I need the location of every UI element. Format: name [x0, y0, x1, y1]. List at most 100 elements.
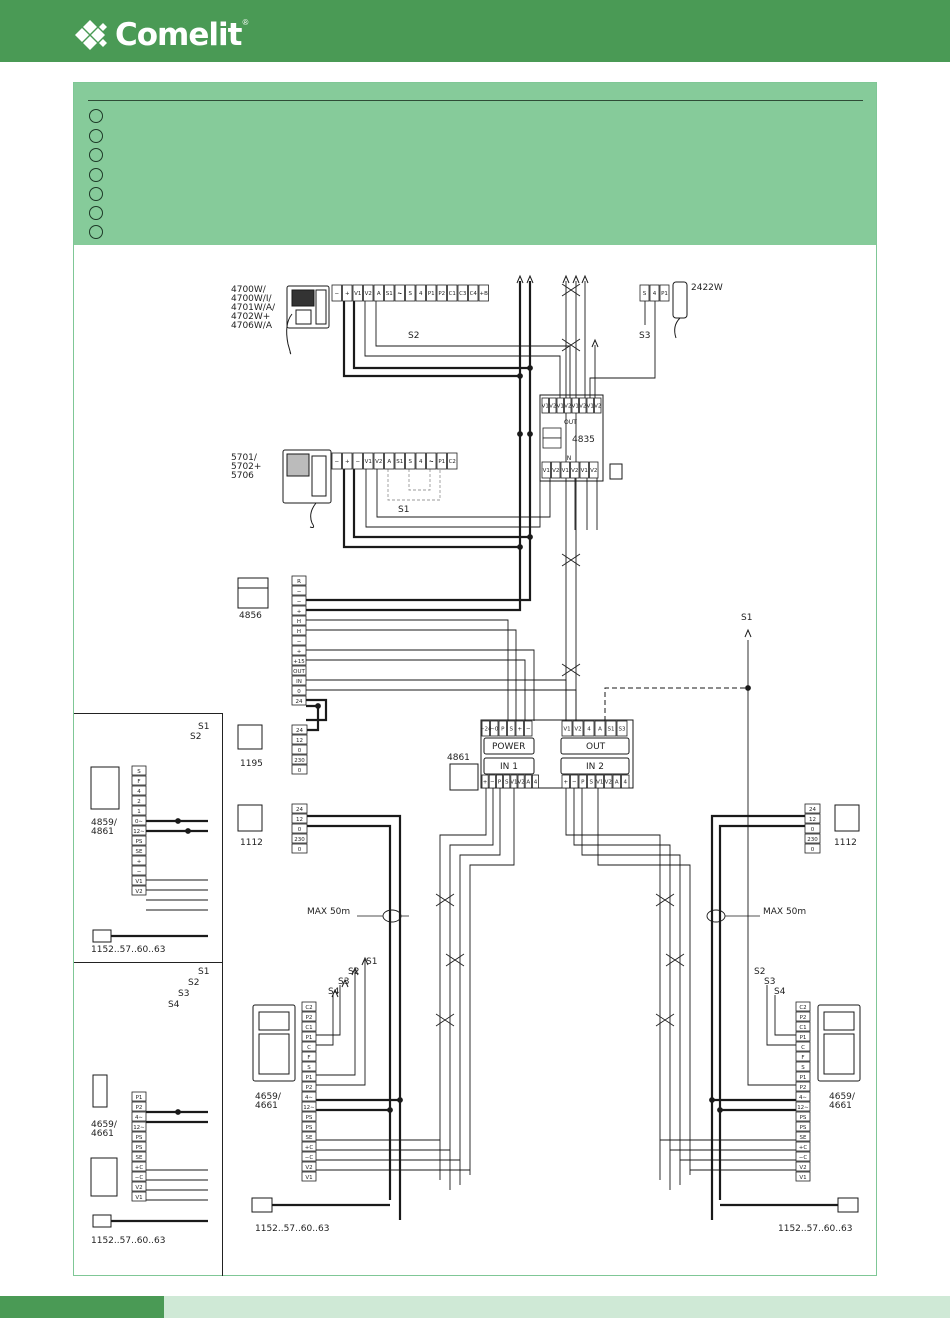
terminal-box [795, 1161, 811, 1172]
terminal-label: P1 [306, 1035, 313, 1041]
panel-model-line: 4659/ [255, 1092, 282, 1102]
terminal-out: S3 [616, 720, 628, 737]
terminal-4856: H [291, 625, 307, 636]
junction-dot [517, 431, 523, 437]
terminal-box [291, 823, 308, 834]
terminal-label: 24 [296, 699, 303, 705]
terminal-label: V2 [571, 468, 578, 474]
terminal-distributor-in: V2 [551, 461, 561, 479]
junction-dot [527, 431, 533, 437]
terminal-box [331, 284, 342, 302]
terminal-label: 230 [807, 837, 818, 843]
terminal-label: 0 [298, 768, 302, 774]
terminal-box [291, 813, 308, 824]
header-bar: Comelit ® [0, 0, 950, 62]
s3-label: S3 [764, 977, 775, 987]
terminal-top-monitor: V1 [352, 284, 363, 302]
terminal-box [301, 1171, 317, 1182]
brand-logo[interactable]: Comelit ® [73, 15, 248, 55]
terminal-panel-left: S [301, 1061, 317, 1072]
terminal-top-monitor: C3 [457, 284, 468, 302]
terminal-distributor-out: V1 [556, 397, 564, 414]
terminal-label: PS [800, 1125, 807, 1131]
terminal-4856: 0 [291, 685, 307, 696]
in1-label: IN 1 [500, 762, 518, 772]
terminal-label: C1 [799, 1025, 806, 1031]
terminal-box [291, 605, 307, 616]
terminal-power: P [498, 720, 507, 737]
wire-heavy [306, 698, 328, 722]
terminal-label: S1 [396, 459, 403, 465]
junction-dot [717, 1107, 723, 1113]
terminal-box [352, 452, 363, 470]
terminal-4659-side: −C [131, 1171, 147, 1182]
terminal-top-monitor: + [342, 284, 353, 302]
terminal-box [804, 813, 821, 824]
terminal-in2: V1 [595, 774, 604, 789]
terminal-mid-monitor: − [352, 452, 363, 470]
terminal-top-monitor: 4 [415, 284, 426, 302]
wire [573, 788, 671, 1190]
terminal-box [131, 845, 147, 856]
terminal-box [604, 774, 613, 789]
monitor-model-line: 4700W/ [231, 285, 267, 295]
terminal-panel-right: 4∼ [795, 1091, 811, 1102]
terminal-1112-right: 12 [804, 813, 821, 824]
terminal-box [490, 720, 499, 737]
terminal-label: S [137, 769, 141, 775]
terminal-box [384, 452, 395, 470]
wire [597, 788, 691, 1175]
distributor-plus-terminal [542, 427, 562, 439]
terminal-mid-monitor: S [405, 452, 416, 470]
terminal-box [551, 461, 561, 479]
terminal-label: V1 [543, 468, 550, 474]
terminal-power: − [524, 720, 533, 737]
terminal-mid-monitor: ⏦ [426, 452, 437, 470]
terminal-label: + [563, 780, 568, 786]
terminal-label: S3 [619, 727, 626, 733]
terminal-4659-side: V2 [131, 1181, 147, 1192]
s3-label: S3 [178, 989, 189, 999]
terminal-label: + [483, 780, 488, 786]
wire-dashed [387, 469, 441, 501]
terminal-box [457, 284, 468, 302]
terminal-label: P1 [438, 459, 445, 465]
terminal-box [564, 397, 572, 414]
terminal-box [291, 843, 308, 854]
terminal-label: SE [136, 1155, 143, 1161]
terminal-box [436, 452, 447, 470]
junction-dot [709, 1097, 715, 1103]
terminal-box [510, 774, 518, 789]
terminal-label: ⏦ [429, 459, 434, 465]
terminal-box [586, 397, 594, 414]
terminal-label: 0 [298, 748, 302, 754]
legend-bullet [89, 225, 103, 239]
terminal-label: S [801, 1065, 805, 1071]
terminal-label: 12 [296, 738, 303, 744]
terminal-in2: 4 [621, 774, 630, 789]
terminal-label: V2 [305, 1165, 312, 1171]
terminal-box [301, 1031, 317, 1042]
terminal-4856: OUT [291, 665, 307, 676]
terminal-label: 24 [296, 807, 303, 813]
terminal-box [405, 452, 416, 470]
terminal-label: − [334, 291, 339, 297]
terminal-label: −C [305, 1155, 314, 1161]
terminal-box [291, 615, 307, 626]
terminal-label: 4 [534, 780, 538, 786]
terminal-box [384, 284, 395, 302]
wire [469, 788, 515, 1175]
twisted-pair-mark [561, 338, 581, 352]
wire [306, 679, 567, 721]
terminal-box [131, 795, 147, 806]
power-label: POWER [492, 742, 525, 752]
terminal-label: S [510, 727, 514, 733]
s4-label: S4 [168, 1000, 180, 1010]
terminal-4856: − [291, 595, 307, 606]
terminal-label: OUT [293, 669, 305, 675]
s2-label: S2 [754, 967, 765, 977]
terminal-box [478, 284, 489, 302]
monitor-model-line: 4700W/I/ [231, 294, 272, 304]
terminal-box [507, 720, 516, 737]
terminal-1112-left: 0 [291, 843, 308, 854]
